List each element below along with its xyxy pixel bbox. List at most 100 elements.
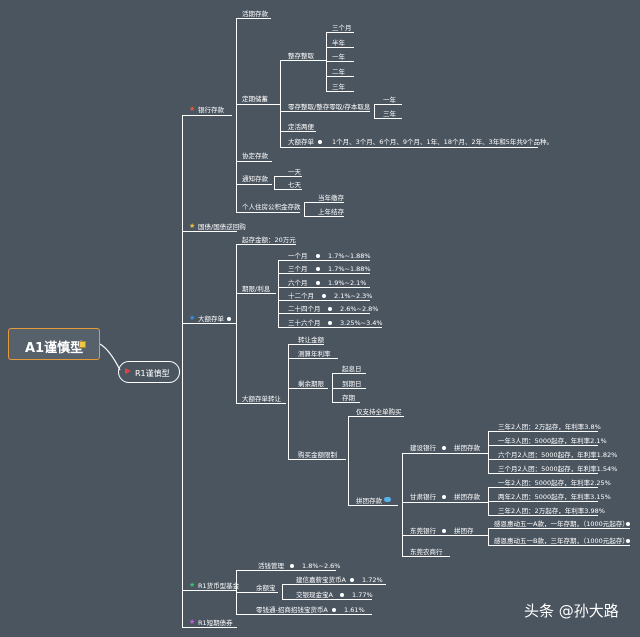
term-item[interactable]: 三年: [383, 110, 396, 118]
pool-item[interactable]: 感恩惠动五一B款，三年存期，（1000元起存）: [494, 537, 629, 545]
star-icon-purple: ★: [189, 618, 196, 626]
node-mmf[interactable]: R1货币型基金: [198, 582, 240, 590]
node-transfer[interactable]: 大额存单转让: [242, 395, 281, 403]
pool-item[interactable]: 三个月2人团：5000起存，年利率1.54%: [498, 465, 618, 473]
fund-name[interactable]: 零钱通-招商招钱宝货币A: [256, 606, 328, 614]
node-dot: [318, 140, 322, 144]
pool-item[interactable]: 六个月2人团：5000起存，年利率1.82%: [498, 451, 618, 459]
node-other[interactable]: 零存整取/整存零取/存本取息: [288, 103, 371, 111]
pool-item[interactable]: 一年2人团：5000起存，年利率2.25%: [498, 479, 611, 487]
bank-name[interactable]: 东莞银行: [410, 527, 436, 535]
bank-name[interactable]: 东莞农商行: [410, 548, 443, 556]
rate-value: 1.8%~2.6%: [302, 562, 341, 570]
node-term[interactable]: 期限/利息: [242, 285, 271, 293]
bank-type[interactable]: 拼团存款: [454, 444, 480, 452]
node-dot: [442, 446, 446, 450]
star-icon-green: ★: [189, 581, 196, 589]
node-dot: [626, 539, 630, 543]
node-yield[interactable]: 测算年利率: [298, 350, 331, 358]
note-icon: [79, 341, 86, 348]
term-row[interactable]: 三个月: [288, 265, 308, 273]
remaining-item[interactable]: 存期: [342, 394, 355, 402]
term-item[interactable]: 二年: [332, 68, 345, 76]
term-row[interactable]: 二十四个月: [288, 305, 321, 313]
node-minimum[interactable]: 起存金额：20万元: [242, 236, 296, 244]
node-huoqian[interactable]: 活钱管理: [258, 562, 284, 570]
node-remaining[interactable]: 剩余期限: [298, 380, 324, 388]
node-current[interactable]: 活期存款: [242, 10, 268, 18]
rate-value: 2.1%~2.3%: [334, 292, 373, 300]
housing-item[interactable]: 上年结存: [318, 208, 344, 216]
node-large[interactable]: 大额存单: [288, 138, 314, 146]
fund-name[interactable]: 交银现金宝A: [296, 591, 333, 599]
rate-value: 2.6%~2.8%: [340, 305, 379, 313]
node-agreement[interactable]: 协定存款: [242, 152, 268, 160]
term-item[interactable]: 一年: [383, 96, 396, 104]
branch-line: [236, 244, 237, 404]
branch-line: [236, 104, 280, 105]
bank-type[interactable]: 拼团存款: [454, 493, 480, 501]
branch-line: [236, 18, 271, 19]
branch-line: [348, 416, 404, 417]
term-item[interactable]: 三个月: [332, 24, 352, 32]
branch-line: [236, 403, 286, 404]
bank-name[interactable]: 建设银行: [410, 444, 436, 452]
branch-line: [278, 273, 370, 274]
pool-item[interactable]: 一年3人团：5000起存，年利率2.1%: [498, 437, 607, 445]
term-row[interactable]: 六个月: [288, 279, 308, 287]
branch-line: [402, 556, 450, 557]
remaining-item[interactable]: 到期日: [342, 380, 362, 388]
housing-item[interactable]: 当年缴存: [318, 194, 344, 202]
notice-item[interactable]: 七天: [288, 181, 301, 189]
node-pooled[interactable]: 拼团存款: [356, 497, 382, 505]
branch-line: [282, 584, 386, 585]
pool-item[interactable]: 三年2人团：2万起存，年利率3.98%: [498, 507, 605, 515]
node-whole[interactable]: 仅支持全单购买: [356, 408, 402, 416]
node-flexible[interactable]: 定活两便: [288, 123, 314, 131]
pool-item[interactable]: 感恩惠动五一A款，一年存期，（1000元起存）: [494, 520, 629, 528]
r1-node[interactable]: R1谨慎型: [118, 361, 180, 383]
notice-item[interactable]: 一天: [288, 168, 301, 176]
node-bank[interactable]: 银行存款: [198, 106, 224, 114]
node-bonds[interactable]: 国债/国债逆回购: [198, 223, 246, 231]
remaining-item[interactable]: 起息日: [342, 365, 362, 373]
node-limit[interactable]: 购买金额限制: [298, 451, 337, 459]
branch-line: [278, 260, 279, 327]
fund-name[interactable]: 建信嘉薪宝货币A: [296, 576, 346, 584]
pool-item[interactable]: 三年2人团：2万起存，年利率3.8%: [498, 423, 601, 431]
branch-line: [236, 592, 278, 593]
node-dot: [328, 307, 332, 311]
node-fixed[interactable]: 定期储蓄: [242, 95, 268, 103]
node-lump[interactable]: 整存整取: [288, 52, 314, 60]
term-row[interactable]: 三十六个月: [288, 319, 321, 327]
rate-value: 1.61%: [344, 606, 365, 614]
term-item[interactable]: 三年: [332, 83, 345, 91]
branch-line: [236, 212, 300, 213]
node-shortterm[interactable]: R1短期债券: [198, 619, 233, 627]
branch-line: [488, 501, 598, 502]
branch-line: [236, 184, 272, 185]
node-housing[interactable]: 个人住房公积金存款: [242, 203, 301, 211]
node-dot: [442, 529, 446, 533]
node-notice[interactable]: 通知存款: [242, 175, 268, 183]
bank-name[interactable]: 甘肃银行: [410, 493, 436, 501]
node-yuebao[interactable]: 余额宝: [256, 584, 276, 592]
branch-line: [280, 60, 281, 148]
term-row[interactable]: 十二个月: [288, 292, 314, 300]
node-dot: [322, 294, 326, 298]
term-item[interactable]: 一年: [332, 53, 345, 61]
pool-item[interactable]: 两年2人团：5000起存，年利率3.15%: [498, 493, 611, 501]
branch-line: [288, 388, 328, 389]
rate-value: 1.7%~1.88%: [328, 265, 371, 273]
node-dot: [316, 267, 320, 271]
term-item[interactable]: 半年: [332, 39, 345, 47]
node-amount[interactable]: 转让金额: [298, 336, 324, 344]
bank-type[interactable]: 拼团存: [454, 527, 474, 535]
root-node[interactable]: A1谨慎型: [8, 328, 100, 360]
term-row[interactable]: 一个月: [288, 252, 308, 260]
branch-line: [326, 91, 354, 92]
node-dot: [227, 317, 231, 321]
node-cd[interactable]: 大额存单: [198, 315, 224, 323]
branch-line: [402, 453, 450, 454]
node-dot: [316, 254, 320, 258]
